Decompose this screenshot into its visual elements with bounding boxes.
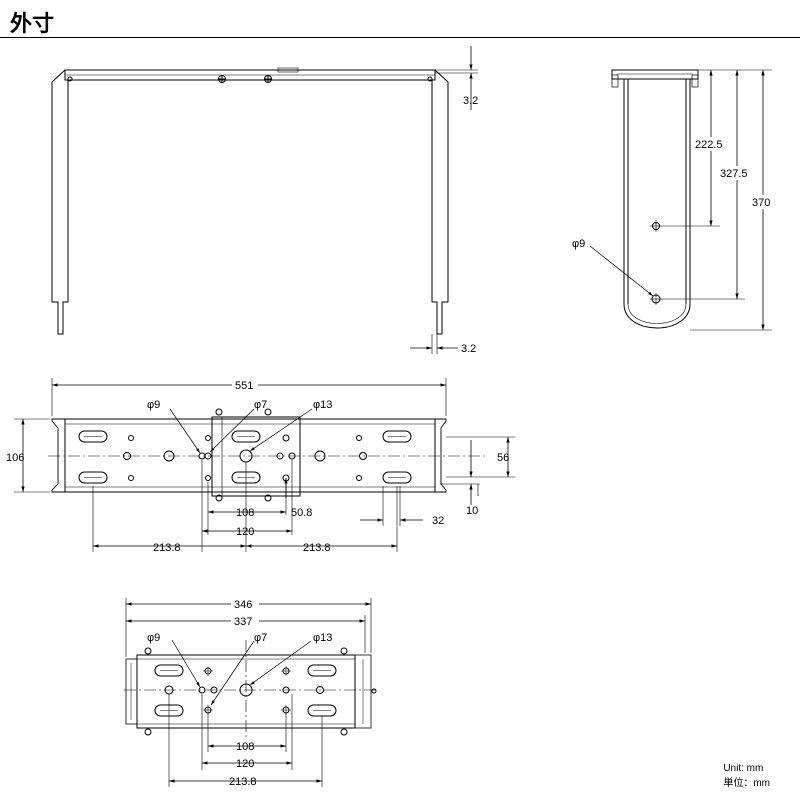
front-view (51, 46, 478, 354)
side-dim-327-5: 327.5 (720, 168, 748, 180)
slot-tl (78, 430, 108, 443)
top-height-106: 106 (6, 452, 24, 464)
page-title: 外寸 (10, 12, 55, 37)
top-center-plate (211, 416, 301, 497)
front-bottom-thickness: 3.2 (461, 343, 476, 355)
slot-tc (231, 430, 261, 443)
top-pitch-50-8: 50.8 (291, 507, 312, 519)
top-span-right: 213.8 (303, 542, 331, 554)
side-view (589, 69, 772, 331)
side-dim-222-5: 222.5 (695, 139, 723, 151)
bottom-pitch-108: 108 (236, 741, 254, 753)
front-right-leg (431, 69, 449, 335)
side-dim-370: 370 (752, 197, 770, 209)
bottom-hole-13-label: φ13 (313, 632, 332, 644)
side-rounded-bottom (623, 303, 691, 329)
side-hole-label: φ9 (572, 238, 585, 250)
front-top-thickness: 3.2 (463, 95, 478, 107)
slot-bl (78, 471, 108, 484)
units-note: Unit: mm 単位：mm (723, 761, 770, 791)
bottom-hole-9-label: φ9 (147, 632, 160, 644)
slot-br (382, 471, 412, 484)
bottom-pitch-120: 120 (236, 758, 254, 770)
bottom-width-346: 346 (234, 599, 252, 611)
bottom-view (124, 598, 377, 787)
top-overall-width: 551 (235, 380, 253, 392)
side-top-clamp (611, 69, 699, 80)
front-left-leg (51, 69, 69, 335)
top-edge-10: 10 (466, 505, 478, 517)
top-pitch-108: 108 (236, 507, 254, 519)
slot-tr (382, 430, 412, 443)
units-ja: 単位：mm (723, 778, 770, 789)
top-hole-13-label: φ13 (313, 399, 332, 411)
top-slot-spacing-56: 56 (497, 452, 509, 464)
bottom-span-213-8: 213.8 (229, 776, 257, 788)
top-hole-7-label: φ7 (254, 399, 267, 411)
bottom-hole-7-label: φ7 (254, 632, 267, 644)
front-screw-2 (264, 75, 272, 83)
title-divider (0, 37, 800, 38)
top-hole-9-label: φ9 (147, 399, 160, 411)
front-screw-1 (218, 75, 226, 83)
bottom-width-337: 337 (234, 616, 252, 628)
top-plate-outline (64, 418, 436, 493)
top-span-left: 213.8 (153, 542, 181, 554)
top-pitch-120: 120 (236, 526, 254, 538)
units-en: Unit: mm (723, 763, 764, 774)
top-slot-32: 32 (432, 515, 444, 527)
